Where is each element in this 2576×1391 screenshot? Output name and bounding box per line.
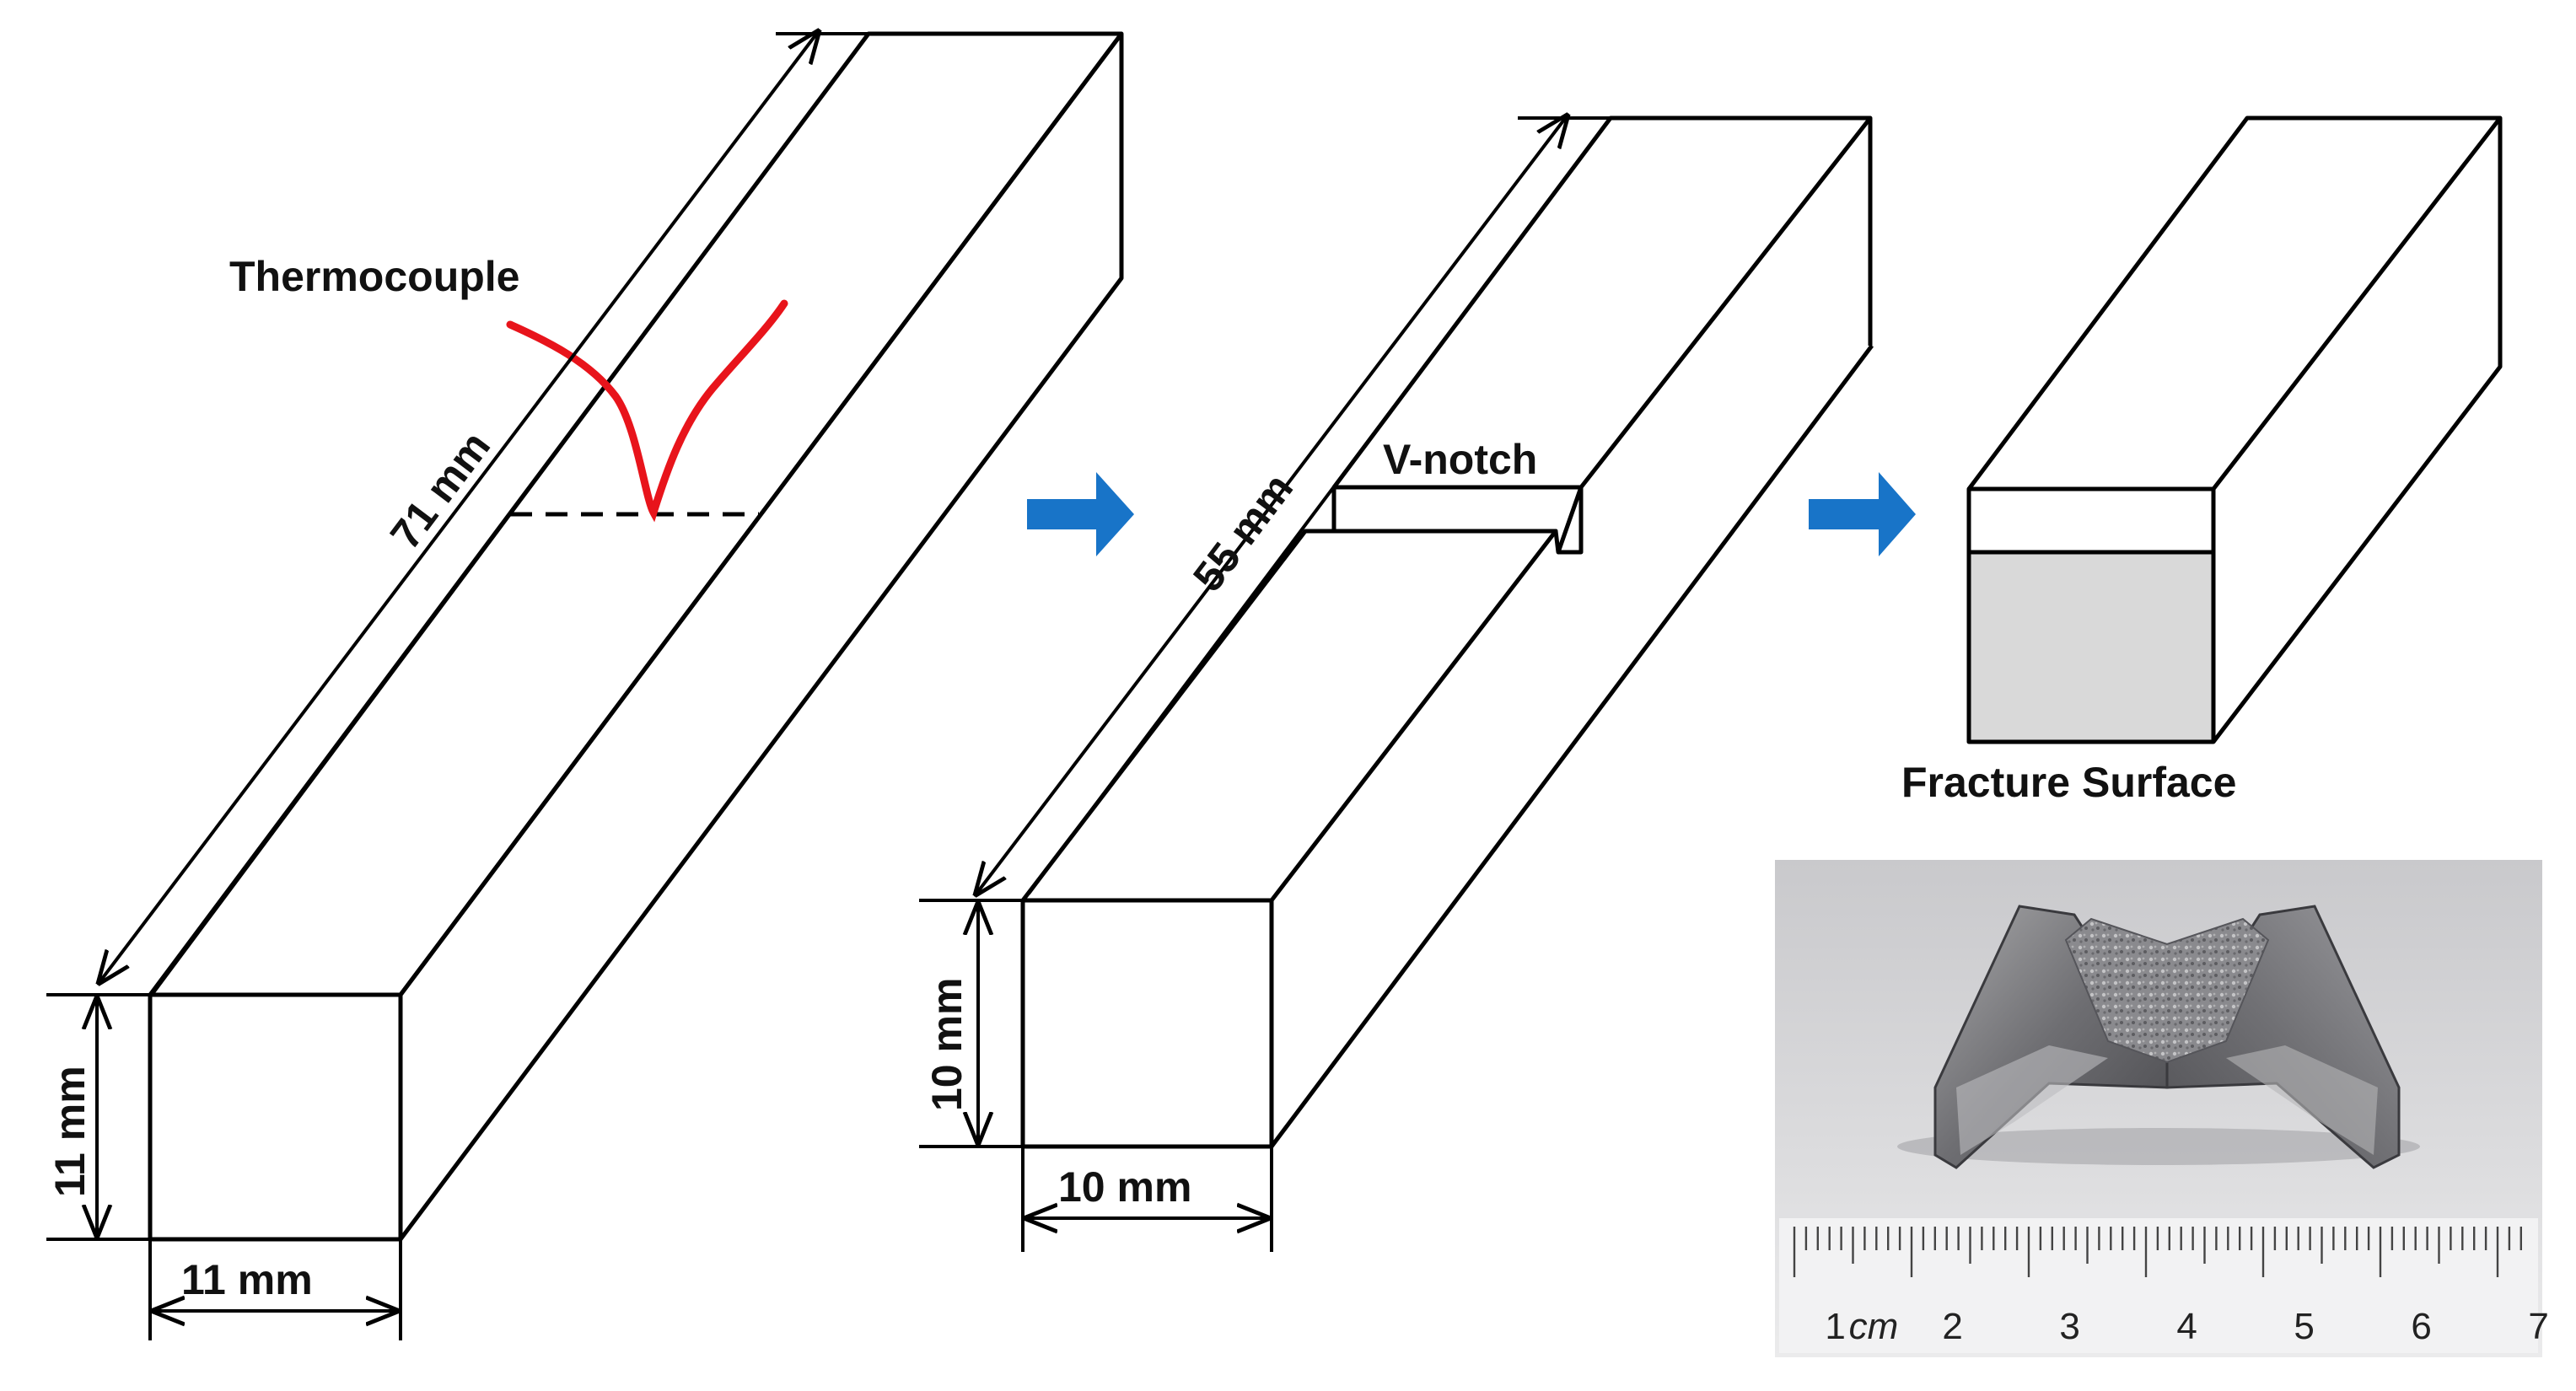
right-arrow-icon xyxy=(1027,472,1134,556)
raw-specimen-front-face xyxy=(148,992,403,1242)
charpy-specimen: V-notch 55 mm 10 mm 10 mm xyxy=(919,115,1874,1252)
length-55-dimension-line xyxy=(976,116,1567,894)
specimen-highlight-left xyxy=(1956,1045,2108,1155)
width-10-label: 10 mm xyxy=(1058,1163,1191,1211)
specimen-fracture-face xyxy=(2064,917,2270,1064)
ruler-number: 4 xyxy=(2176,1306,2197,1347)
ruler-number: 1 xyxy=(1825,1306,1845,1347)
ruler-ticks xyxy=(1793,1227,2523,1277)
length-55-label: 55 mm xyxy=(1184,465,1302,599)
ruler-number: 5 xyxy=(2294,1306,2314,1347)
thermocouple-label: Thermocouple xyxy=(229,253,519,300)
raw-specimen: Thermocouple 71 mm 11 mm 11 mm xyxy=(46,32,1124,1340)
ruler-number: 6 xyxy=(2411,1306,2431,1347)
height-10-label: 10 mm xyxy=(923,978,971,1111)
charpy-top-lower xyxy=(1021,529,1558,902)
v-notch-cut xyxy=(1331,485,1584,555)
charpy-top-upper xyxy=(1331,115,1873,489)
v-notch-label: V-notch xyxy=(1383,436,1537,483)
length-71-label: 71 mm xyxy=(381,422,499,557)
right-arrow-icon xyxy=(1809,472,1916,556)
width-11-label: 11 mm xyxy=(181,1256,313,1303)
specimen-highlight-right xyxy=(2226,1045,2378,1155)
fractured-specimen: Fracture Surface xyxy=(1901,115,2503,806)
charpy-front-face xyxy=(1020,898,1274,1149)
thermocouple-wire xyxy=(506,299,788,523)
length-71-dimension-line xyxy=(99,32,818,982)
ruler-number: 7 xyxy=(2528,1306,2548,1347)
fractured-top-outline xyxy=(1967,115,2503,491)
fractured-side-outline xyxy=(2212,118,2503,744)
ruler-number: 3 xyxy=(2059,1306,2079,1347)
fracture-surface-fill xyxy=(1969,552,2213,742)
ruler-number: 2 xyxy=(1942,1306,1962,1347)
raw-specimen-side-outline xyxy=(399,34,1124,1241)
fracture-surface-label: Fracture Surface xyxy=(1901,759,2236,806)
ruler-unit-label: cm xyxy=(1849,1306,1899,1347)
height-11-label: 11 mm xyxy=(46,1066,94,1197)
specimen-shadow xyxy=(1897,1128,2420,1165)
